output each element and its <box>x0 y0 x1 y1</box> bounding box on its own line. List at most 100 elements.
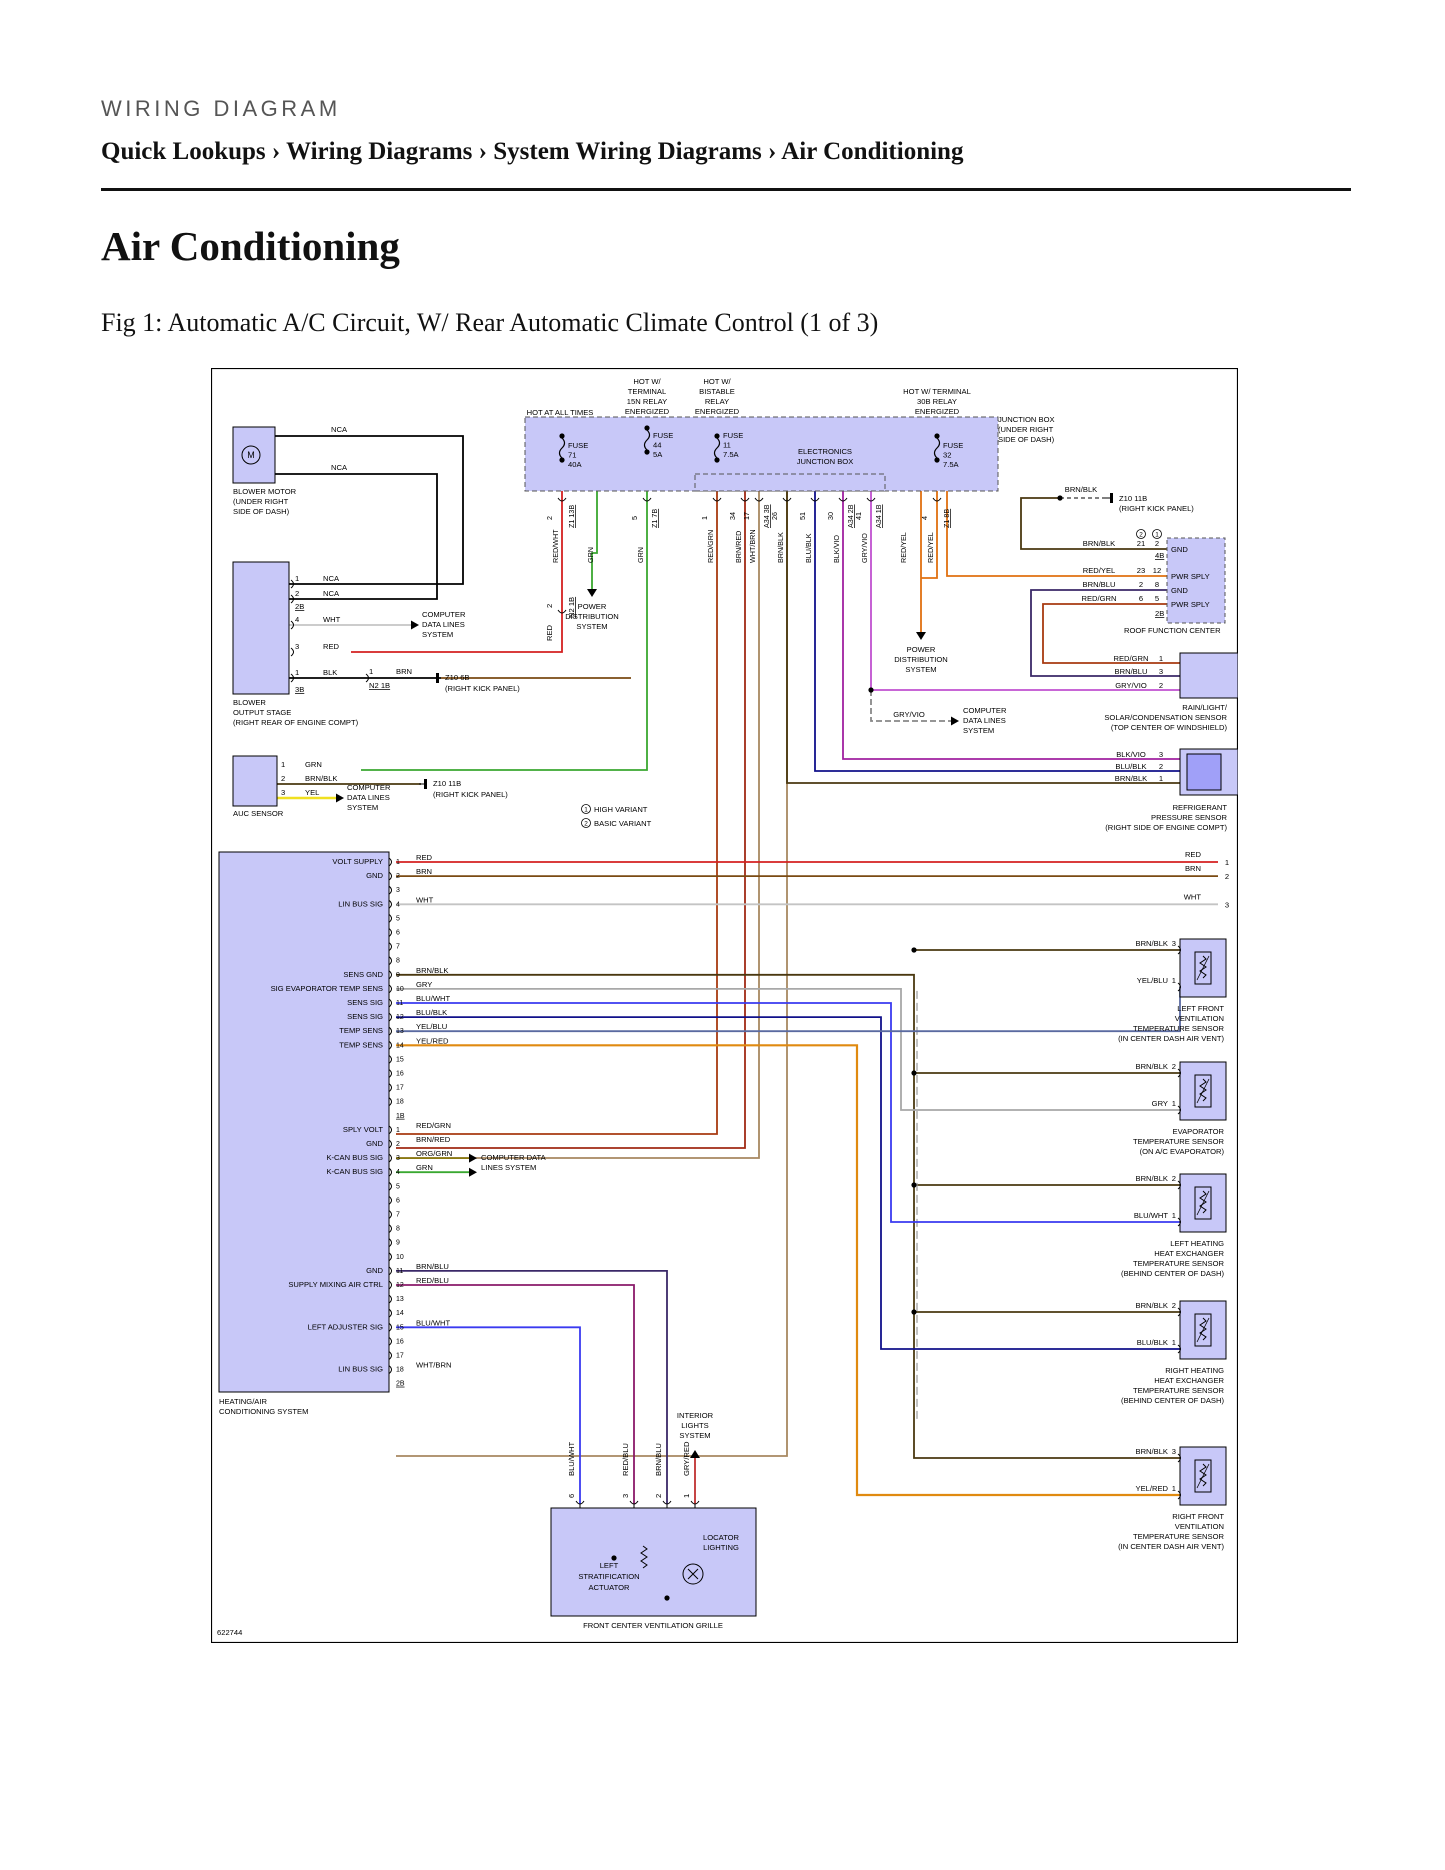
ground-label: (RIGHT KICK PANEL) <box>1119 504 1194 513</box>
sensor-label: VENTILATION <box>1175 1014 1224 1023</box>
thermistor-icon <box>1199 1317 1207 1341</box>
connector-icon <box>1177 1490 1181 1500</box>
wire-label: WHT <box>323 615 341 624</box>
interior-lights-label: LIGHTS <box>681 1421 708 1430</box>
pin-name-label: LIN BUS SIG <box>338 899 383 908</box>
wire-label: BRN/BLK <box>1136 1062 1169 1071</box>
interior-lights-label: SYSTEM <box>679 1431 710 1440</box>
ground-label: Z10 11B <box>433 779 461 788</box>
top-connector-label: Z1 7B <box>650 509 659 528</box>
connector-icon <box>662 1500 672 1505</box>
wire-label: RED/BLU <box>621 1443 630 1476</box>
breadcrumb-item-quick-lookups[interactable]: Quick Lookups <box>101 138 266 165</box>
connector-icon <box>388 928 392 937</box>
connector-icon <box>712 497 722 502</box>
sensor-label: (BEHIND CENTER OF DASH) <box>1121 1269 1224 1278</box>
wire-label: BRN <box>1185 864 1201 873</box>
pin-label: 4 <box>396 901 400 908</box>
arrow-right-icon <box>336 793 344 803</box>
connector-icon <box>557 609 567 614</box>
ventilation-grille <box>550 1507 757 1617</box>
wire-label: BRN/BLK <box>1136 1174 1169 1183</box>
connector-icon <box>1177 1217 1181 1227</box>
breadcrumb-separator: › <box>768 138 777 165</box>
wire-label: WHT <box>1184 892 1202 901</box>
thermistor-icon <box>1194 1186 1212 1220</box>
fuse-label: FUSE <box>943 441 963 450</box>
fuse-terminal-dot <box>559 457 565 463</box>
thermistor-icon <box>1199 1463 1207 1487</box>
computer-data-label: SYSTEM <box>347 803 378 812</box>
fuse-icon <box>643 429 651 451</box>
pin-name-label: GND <box>366 1139 383 1148</box>
pin-label: 12 <box>396 1014 404 1021</box>
connector-icon <box>388 1308 392 1318</box>
breadcrumb-item-system-wiring-diagrams[interactable]: System Wiring Diagrams <box>493 138 762 165</box>
pin-label: 21 <box>1137 539 1145 548</box>
top-pin-label: 30 <box>826 512 835 520</box>
pin-label: 12 <box>1153 566 1161 575</box>
wire-label: RED <box>1185 850 1202 859</box>
wire-label: RED <box>545 624 554 641</box>
connector-icon <box>388 1026 392 1036</box>
wire-label: NCA <box>331 425 348 434</box>
wire-brn-blu <box>1030 589 1180 677</box>
wire-label: BRN/BLK <box>1083 539 1116 548</box>
connector-label: 2B <box>396 1381 405 1388</box>
connector-icon <box>388 1055 392 1064</box>
wire-label: BRN/BLK <box>1136 1447 1169 1456</box>
connector-icon <box>388 914 392 923</box>
wire-label: BLU/BLK <box>1137 1338 1168 1347</box>
pin-name-label: PWR SPLY <box>1171 600 1210 609</box>
connector-icon <box>782 497 792 502</box>
pin-label: 2 <box>1159 681 1163 690</box>
breadcrumb-item-wiring-diagrams[interactable]: Wiring Diagrams <box>286 138 473 165</box>
fuse-label: 11 <box>723 441 731 450</box>
wire-red <box>351 491 563 653</box>
pin-label: 2 <box>1225 872 1229 881</box>
pin-label: 5 <box>1155 594 1159 603</box>
sensor-label: TEMPERATURE SENSOR <box>1133 1259 1225 1268</box>
connector-icon <box>365 673 369 683</box>
pin-label: 5 <box>396 915 400 922</box>
top-wire-label: RED/YEL <box>926 532 935 563</box>
ground-label: Z10 11B <box>1119 494 1147 503</box>
sensor-label: RIGHT HEATING <box>1165 1366 1224 1375</box>
page-kicker: WIRING DIAGRAM <box>101 96 341 121</box>
pin-label: 16 <box>396 1338 404 1345</box>
connector-icon <box>866 497 876 502</box>
breadcrumb-separator: › <box>478 138 487 165</box>
pin-label: 4 <box>396 1169 400 1176</box>
connector-icon <box>388 857 392 867</box>
blower-output-label: (RIGHT REAR OF ENGINE COMPT) <box>233 718 359 727</box>
variant-mark: 2 <box>1139 532 1143 539</box>
pin-label: 8 <box>396 958 400 965</box>
pin-name-label: K-CAN BUS SIG <box>326 1153 383 1162</box>
connector-label: 4B <box>1155 551 1164 560</box>
motor-icon: M <box>247 450 255 460</box>
fuse-label: 40A <box>568 460 582 469</box>
wire-brn-red <box>396 491 746 1149</box>
wire-label: GRY <box>1152 1099 1168 1108</box>
splice-dot <box>611 1555 617 1561</box>
thermistor-icon <box>1196 1317 1210 1343</box>
breadcrumb-item-air-conditioning[interactable]: Air Conditioning <box>781 138 964 165</box>
connector-icon <box>754 497 764 502</box>
wire-wht-brn <box>396 491 760 1159</box>
pin-label: 1 <box>1172 1338 1176 1347</box>
pin-label: 1 <box>369 667 373 676</box>
wire-label: BLK <box>323 668 337 677</box>
pin-label: 2 <box>396 1141 400 1148</box>
computer-data-label: SYSTEM <box>963 726 994 735</box>
power-dist-label: POWER <box>907 645 936 654</box>
hot-15n-label: 15N RELAY <box>627 397 667 406</box>
hot-bistable-label: BISTABLE <box>699 387 735 396</box>
wire-label: 2 <box>545 604 554 608</box>
connector-icon <box>388 1153 392 1163</box>
wire-label: RED/YEL <box>1083 566 1116 575</box>
pin-name-label: LIN BUS SIG <box>338 1365 383 1374</box>
fuse-label: 7.5A <box>943 460 960 469</box>
pin-label: 3 <box>1159 750 1163 759</box>
wire-yel-blu <box>396 987 1181 1033</box>
wire-label: GRN <box>416 1163 433 1172</box>
